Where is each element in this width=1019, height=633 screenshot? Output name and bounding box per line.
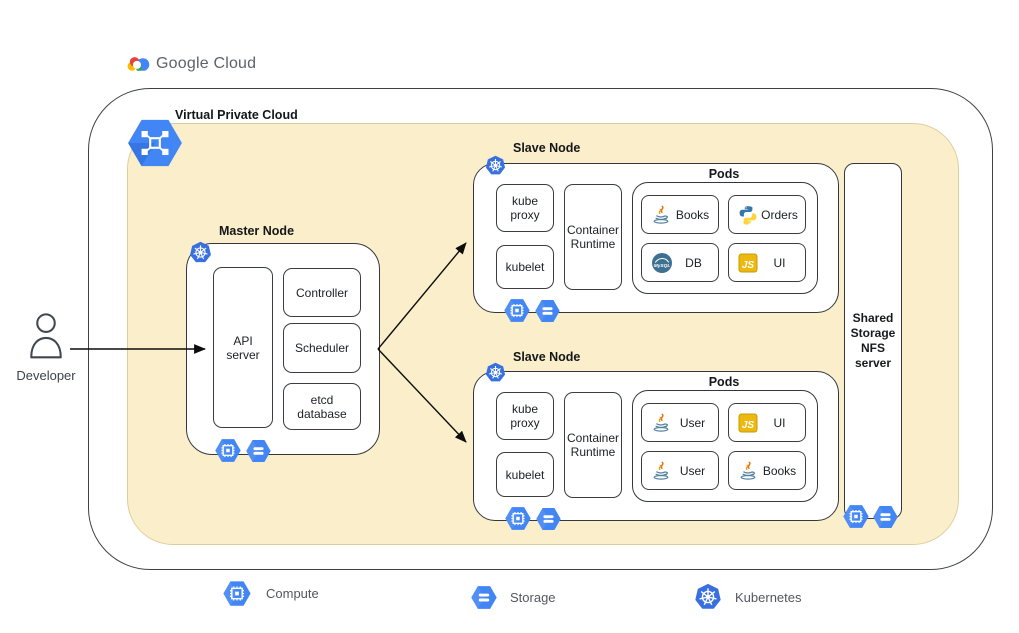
pod-label: Books [762,463,797,478]
pod-label: Orders [761,207,798,222]
scheduler-box: Scheduler [283,323,361,373]
kubelet-box-2: kubelet [496,452,554,497]
developer-icon [27,313,65,361]
storage-icon [534,299,561,323]
pod-label: UI [773,255,786,270]
kubernetes-icon [693,583,723,611]
kube-proxy-box-1: kube proxy [496,184,554,232]
pod-label: UI [773,415,786,430]
slave-node-1-title: Slave Node [513,141,581,155]
js-icon [738,253,758,273]
compute-icon [842,504,870,529]
pod-label: Books [675,207,710,222]
google-cloud-logo-text: Google Cloud [156,55,257,72]
mysql-icon [651,252,673,274]
kubernetes-icon [484,362,507,383]
java-icon [651,413,671,433]
container-runtime-box-2: Container Runtime [564,392,622,498]
vpc-label: Virtual Private Cloud [175,108,298,122]
api-server-box: API server [213,267,273,428]
developer-label: Developer [16,368,76,383]
pod-ui-2: UI [728,403,806,442]
pods-title-1: Pods [708,167,740,181]
container-runtime-box-1: Container Runtime [564,184,622,290]
js-icon [738,413,758,433]
compute-icon [222,580,252,607]
legend-kubernetes-label: Kubernetes [735,590,802,605]
compute-icon [503,298,531,323]
pod-user-1: User [641,403,719,442]
pod-label: User [679,463,706,478]
storage-icon [535,507,562,531]
storage-icon [245,439,272,463]
pod-ui: UI [728,243,806,282]
google-cloud-icon [126,55,151,73]
master-node-title: Master Node [219,224,295,238]
pod-user-2: User [641,451,719,490]
pod-books-2: Books [728,451,806,490]
python-icon [738,205,758,225]
pod-orders: Orders [728,195,806,234]
pod-label: User [679,415,706,430]
etcd-database-box: etcd database [283,383,361,430]
compute-icon [504,506,532,531]
pods-title-2: Pods [708,375,740,389]
slave-node-2-title: Slave Node [513,350,581,364]
kubernetes-icon [188,241,213,264]
java-icon [651,205,671,225]
compute-icon [214,438,242,463]
legend-storage-label: Storage [510,590,556,605]
legend-compute-label: Compute [266,586,319,601]
java-icon [651,461,671,481]
pod-db: DB [641,243,719,282]
java-icon [738,461,758,481]
controller-box: Controller [283,268,361,317]
vpc-icon [126,118,184,168]
pod-books: Books [641,195,719,234]
storage-icon [872,505,899,529]
nfs-server-box: Shared Storage NFS server [844,163,902,519]
kubernetes-icon [484,155,507,176]
kubelet-box-1: kubelet [496,245,554,289]
kube-proxy-box-2: kube proxy [496,392,554,440]
storage-icon [470,585,498,610]
pod-label: DB [685,255,702,270]
